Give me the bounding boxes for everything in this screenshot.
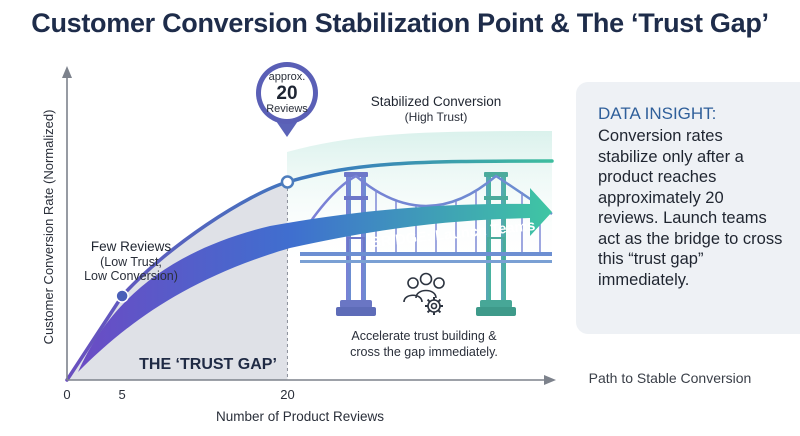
few-reviews-line2: Low Conversion)	[84, 269, 178, 283]
accelerate-line1: Accelerate trust building &	[351, 329, 497, 343]
chart-title: Customer Conversion Stabilization Point …	[31, 8, 769, 38]
stabilized-title: Stabilized Conversion	[371, 94, 502, 109]
pin-top-label: approx.	[269, 71, 306, 83]
x-tick-label: 0	[63, 387, 70, 402]
x-axis-arrow	[544, 375, 556, 385]
team-gear-icon	[403, 272, 445, 315]
path-to-stable-label: Path to Stable Conversion	[589, 370, 752, 386]
y-axis-arrow	[62, 66, 72, 78]
stabilized-subtitle: (High Trust)	[405, 110, 468, 124]
x-axis-label: Number of Product Reviews	[216, 409, 384, 424]
few-reviews-line1: (Low Trust,	[100, 255, 162, 269]
y-axis-label: Customer Conversion Rate (Normalized)	[41, 110, 56, 345]
insight-heading: DATA INSIGHT:	[598, 104, 717, 123]
accelerate-line2: cross the gap immediately.	[350, 345, 498, 359]
bridge-arrow	[78, 188, 552, 372]
insight-card: DATA INSIGHT: Conversion rates stabilize…	[576, 82, 800, 334]
bridge-illustration	[296, 172, 553, 316]
insight-body: Conversion rates stabilize only after a …	[598, 127, 783, 289]
data-point-20-reviews	[280, 175, 295, 189]
few-reviews-title: Few Reviews	[91, 239, 172, 254]
map-pin-icon: approx. 20 Reviews	[256, 62, 318, 137]
trust-gap-label: THE ‘TRUST GAP’	[139, 356, 277, 373]
x-tick-labels: 0 5 20	[63, 387, 294, 402]
data-point-5-reviews	[115, 289, 129, 303]
pin-value-label: 20	[276, 83, 297, 104]
pin-bottom-label: Reviews	[266, 103, 308, 115]
x-tick-label: 20	[280, 387, 294, 402]
x-tick-label: 5	[118, 387, 125, 402]
